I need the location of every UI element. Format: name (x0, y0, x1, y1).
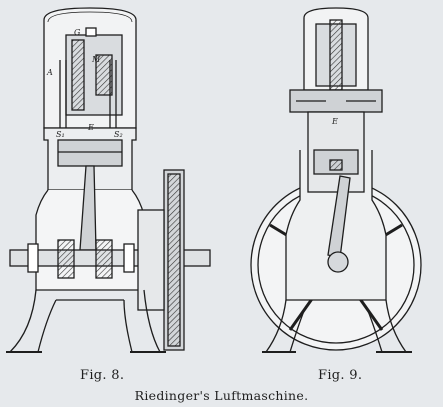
fig8-label-e: E (87, 123, 94, 132)
fig8-caption: Fig. 8. (80, 368, 125, 383)
fig8-piston (57, 139, 123, 167)
fig8-engine-section (6, 7, 211, 353)
plate-title: Riedinger's Luftmaschine. (134, 388, 309, 403)
fig9-label-e: E (331, 117, 338, 126)
fig8-label-s1: S₁ (56, 130, 65, 139)
fig8-label-a: A (46, 68, 53, 77)
fig8-label-m: M (91, 55, 101, 64)
fig8-base-left (8, 289, 57, 353)
fig8-label-g: G (74, 28, 81, 37)
fig9-engine-section (250, 7, 422, 353)
fig9-caption: Fig. 9. (318, 368, 363, 383)
fig8-label-s2: S₂ (114, 130, 123, 139)
